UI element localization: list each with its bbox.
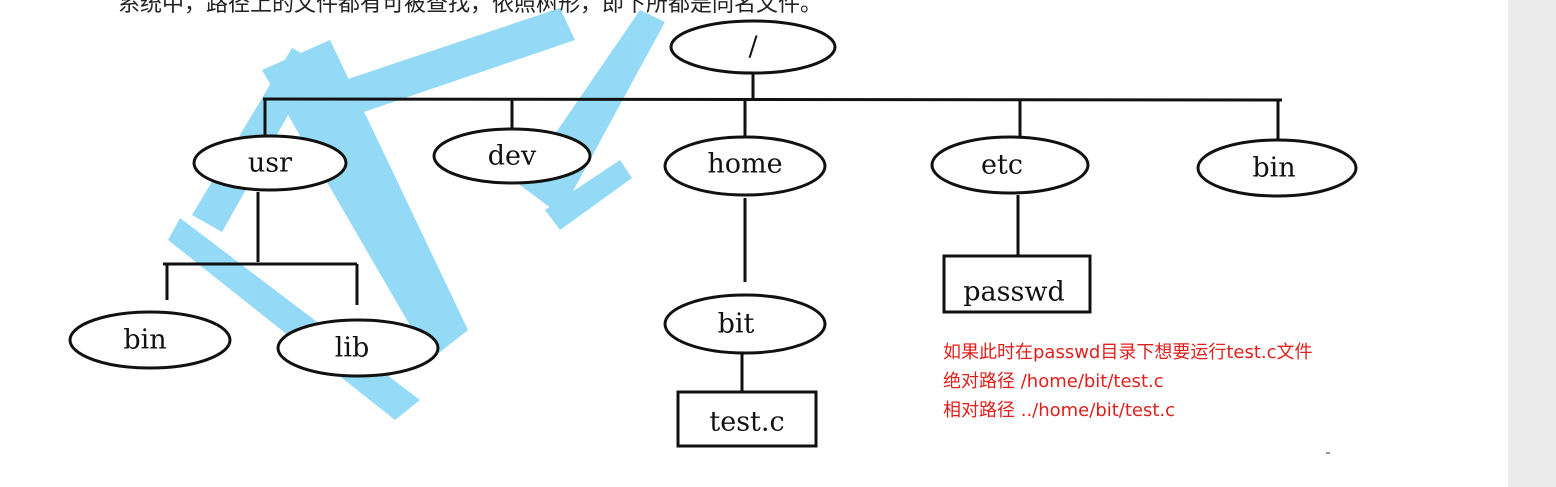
node-dev-label: dev [488,141,537,172]
node-home: home [663,135,827,197]
partial-caption-text: 系统中，路径上的文件都有可被查找，依照树形，即下所都是同名文件。 [118,0,823,17]
right-side-panel [1508,0,1556,487]
node-passwd-label: passwd [963,277,1065,308]
note-line-2: 绝对路径 /home/bit/test.c [943,371,1164,392]
node-etc-label: etc [981,150,1023,181]
directory-tree-diagram: / usr dev home etc bin bin lib bit test.… [68,8,1358,448]
node-etc: etc [930,135,1090,195]
node-root-label: / [748,32,758,63]
stray-mark [1326,452,1330,454]
node-bin-top-label: bin [1252,153,1295,184]
node-bin-usr: bin [68,310,232,370]
node-usr-label: usr [248,148,292,179]
tree-connectors [163,72,1283,392]
node-test-c-label: test.c [709,407,784,438]
node-home-label: home [707,149,782,180]
node-bit-label: bit [718,309,755,340]
node-lib-label: lib [335,333,370,364]
node-lib: lib [276,318,440,378]
node-bin-top: bin [1196,138,1358,198]
node-bit: bit [663,293,827,355]
node-root: / [669,19,837,75]
path-explanation-note: 如果此时在passwd目录下想要运行test.c文件 绝对路径 /home/bi… [943,338,1313,425]
note-line-1: 如果此时在passwd目录下想要运行test.c文件 [943,342,1313,363]
note-line-3: 相对路径 ../home/bit/test.c [943,400,1176,421]
node-passwd: passwd [942,254,1092,314]
node-dev: dev [432,127,592,185]
node-usr: usr [192,134,348,192]
node-test-c: test.c [676,390,818,448]
node-bin-usr-label: bin [123,325,166,356]
